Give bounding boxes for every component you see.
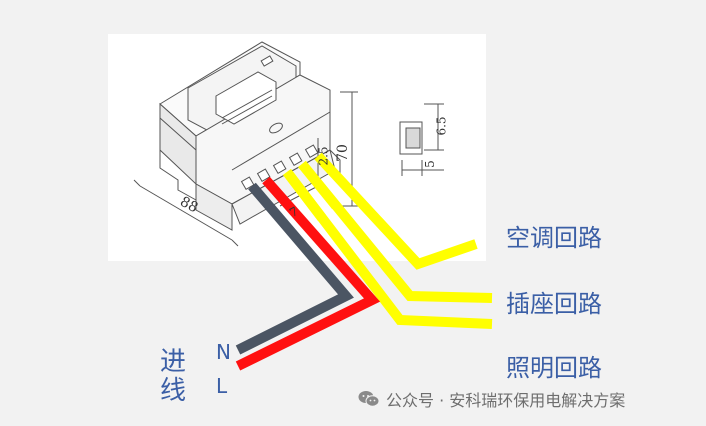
wire-aircon — [314, 152, 478, 270]
watermark-text: 公众号 · 安科瑞环保用电解决方案 — [386, 391, 626, 410]
label-socket-circuit: 插座回路 — [506, 290, 602, 318]
label-live: L — [216, 374, 228, 398]
meter-outline — [133, 41, 358, 247]
wire-neutral — [235, 182, 354, 355]
label-neutral: N — [216, 340, 231, 364]
label-incoming-line: 进线 — [160, 347, 187, 407]
wire-socket — [298, 160, 493, 303]
watermark: 公众号 · 安科瑞环保用电解决方案 — [358, 388, 625, 410]
label-aircon-circuit: 空调回路 — [506, 224, 602, 252]
label-lighting-circuit: 照明回路 — [506, 354, 602, 382]
dim-70: 70 — [334, 144, 351, 162]
wires — [235, 152, 493, 371]
dim-6-5: 6.5 — [434, 116, 449, 136]
dim-5: 5 — [422, 160, 437, 168]
dim-2-5: 2.5 — [316, 146, 331, 166]
wire-live — [235, 176, 381, 371]
wechat-icon — [358, 391, 380, 407]
wire-lighting — [283, 168, 493, 329]
terminal-detail — [399, 103, 444, 176]
